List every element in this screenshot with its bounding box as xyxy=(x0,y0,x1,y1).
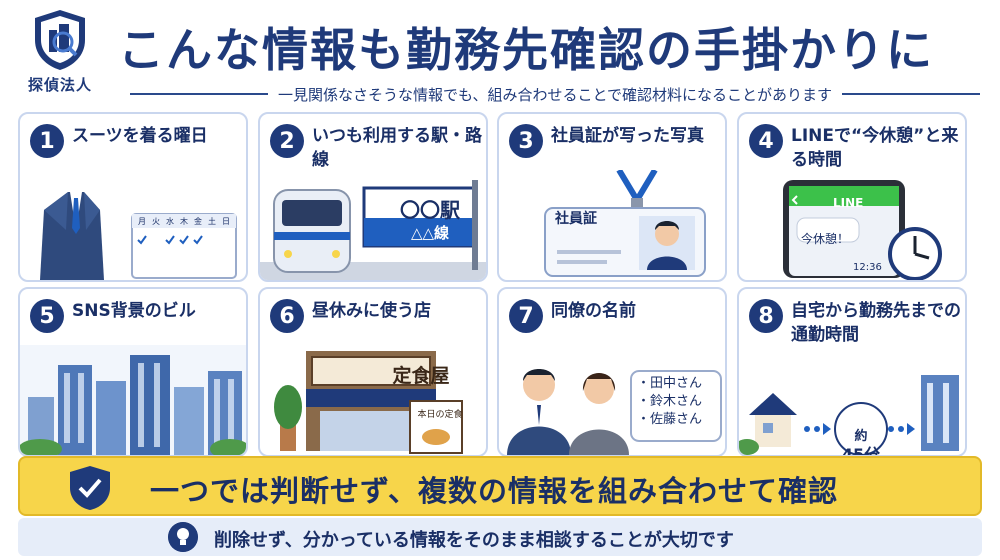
card-title: スーツを着る曜日 xyxy=(72,126,208,146)
calendar-day: 日 xyxy=(222,217,230,226)
footer-text: 削除せず、分かっている情報をそのまま相談することが大切です xyxy=(214,530,734,551)
calendar-day: 月 xyxy=(138,217,146,226)
card-number: 3 xyxy=(509,124,543,158)
detective-shield-icon xyxy=(35,10,85,70)
card-station-line: 2 いつも利用する駅・路線 〇〇駅 △△線 xyxy=(258,112,488,282)
card-id-photo: 3 社員証が写った写真 社員証 xyxy=(497,112,727,282)
calendar-day: 土 xyxy=(208,216,216,226)
card-number: 2 xyxy=(270,124,304,158)
list-item: ・田中さん xyxy=(637,376,703,391)
train-station-illustration xyxy=(260,180,486,280)
banner-text: 一つでは判断せず、複数の情報を組み合わせて確認 xyxy=(150,474,838,508)
station-sign-line: △△線 xyxy=(410,224,450,242)
commute-illustration xyxy=(739,375,959,455)
card-colleague-names: 7 同僚の名前 ・田中さん ・鈴木さん ・佐藤さん xyxy=(497,287,727,457)
list-item: ・鈴木さん xyxy=(637,394,703,409)
card-number: 8 xyxy=(749,299,783,333)
card-title: 同僚の名前 xyxy=(551,301,636,321)
shop-sign: 定食屋 xyxy=(392,365,450,387)
menu-board: 本日の定食 xyxy=(417,410,463,420)
logo-text: 探偵法人 xyxy=(27,76,92,94)
logo: 探偵法人 xyxy=(18,8,102,100)
badge-label: 社員証 xyxy=(555,211,597,227)
calendar-day: 木 xyxy=(180,216,188,226)
card-number: 7 xyxy=(509,299,543,333)
card-title: 昼休みに使う店 xyxy=(312,301,431,321)
card-number: 6 xyxy=(270,299,304,333)
lightbulb-icon xyxy=(168,522,198,552)
card-title: 自宅から勤務先までの通勤時間 xyxy=(791,301,961,345)
chat-time: 12:36 xyxy=(853,262,882,273)
footer-tip: 削除せず、分かっている情報をそのまま相談することが大切です xyxy=(18,518,982,556)
names-list: ・田中さん ・鈴木さん ・佐藤さん xyxy=(637,375,702,429)
card-title: 社員証が写った写真 xyxy=(551,126,704,146)
subtitle-row: 一見関係なさそうな情報でも、組み合わせることで確認材料になることがあります xyxy=(130,83,981,105)
duration-prefix: 約 xyxy=(854,429,868,444)
list-item: ・佐藤さん xyxy=(637,412,703,427)
card-title: LINEで“今休憩”と来る時間 xyxy=(791,126,959,170)
card-title: SNS背景のビル xyxy=(72,301,196,321)
phone-chat-illustration xyxy=(783,180,942,280)
colleagues-illustration xyxy=(507,369,722,455)
calendar-day: 火 xyxy=(152,217,160,226)
card-number: 1 xyxy=(30,124,64,158)
key-message-banner: 一つでは判断せず、複数の情報を組み合わせて確認 xyxy=(18,456,982,516)
id-badge-illustration xyxy=(544,170,706,277)
card-number: 5 xyxy=(30,299,64,333)
card-sns-building: 5 SNS背景のビル xyxy=(18,287,248,457)
card-commute-time: 8 自宅から勤務先までの通勤時間 約 45分 xyxy=(737,287,967,457)
calendar-day: 金 xyxy=(194,216,202,226)
card-line-break: 4 LINEで“今休憩”と来る時間 LINE 今休憩！ 12:36 xyxy=(737,112,967,282)
city-buildings-illustration xyxy=(20,345,246,455)
check-icon xyxy=(137,235,203,245)
card-suit-days: 1 スーツを着る曜日 月 火 水 木 金 土 日 xyxy=(18,112,248,282)
divider xyxy=(842,93,981,95)
suit-calendar-illustration: 月 火 水 木 金 土 日 xyxy=(40,192,237,280)
page-title: こんな情報も勤務先確認の手掛かりに xyxy=(118,23,934,77)
restaurant-illustration xyxy=(274,351,463,454)
card-title: いつも利用する駅・路線 xyxy=(312,126,482,170)
chat-bubble: 今休憩！ xyxy=(801,232,850,246)
page-subtitle: 一見関係なさそうな情報でも、組み合わせることで確認材料になることがあります xyxy=(277,85,833,104)
card-number: 4 xyxy=(749,124,783,158)
duration-value: 45分 xyxy=(841,445,881,457)
card-lunch-shop: 6 昼休みに使う店 定食屋 本日の定食 xyxy=(258,287,488,457)
station-sign-name: 〇〇駅 xyxy=(400,198,460,222)
chat-app-name: LINE xyxy=(833,196,864,210)
divider xyxy=(130,93,268,95)
calendar-day: 水 xyxy=(166,216,174,226)
shield-check-icon xyxy=(70,466,110,510)
